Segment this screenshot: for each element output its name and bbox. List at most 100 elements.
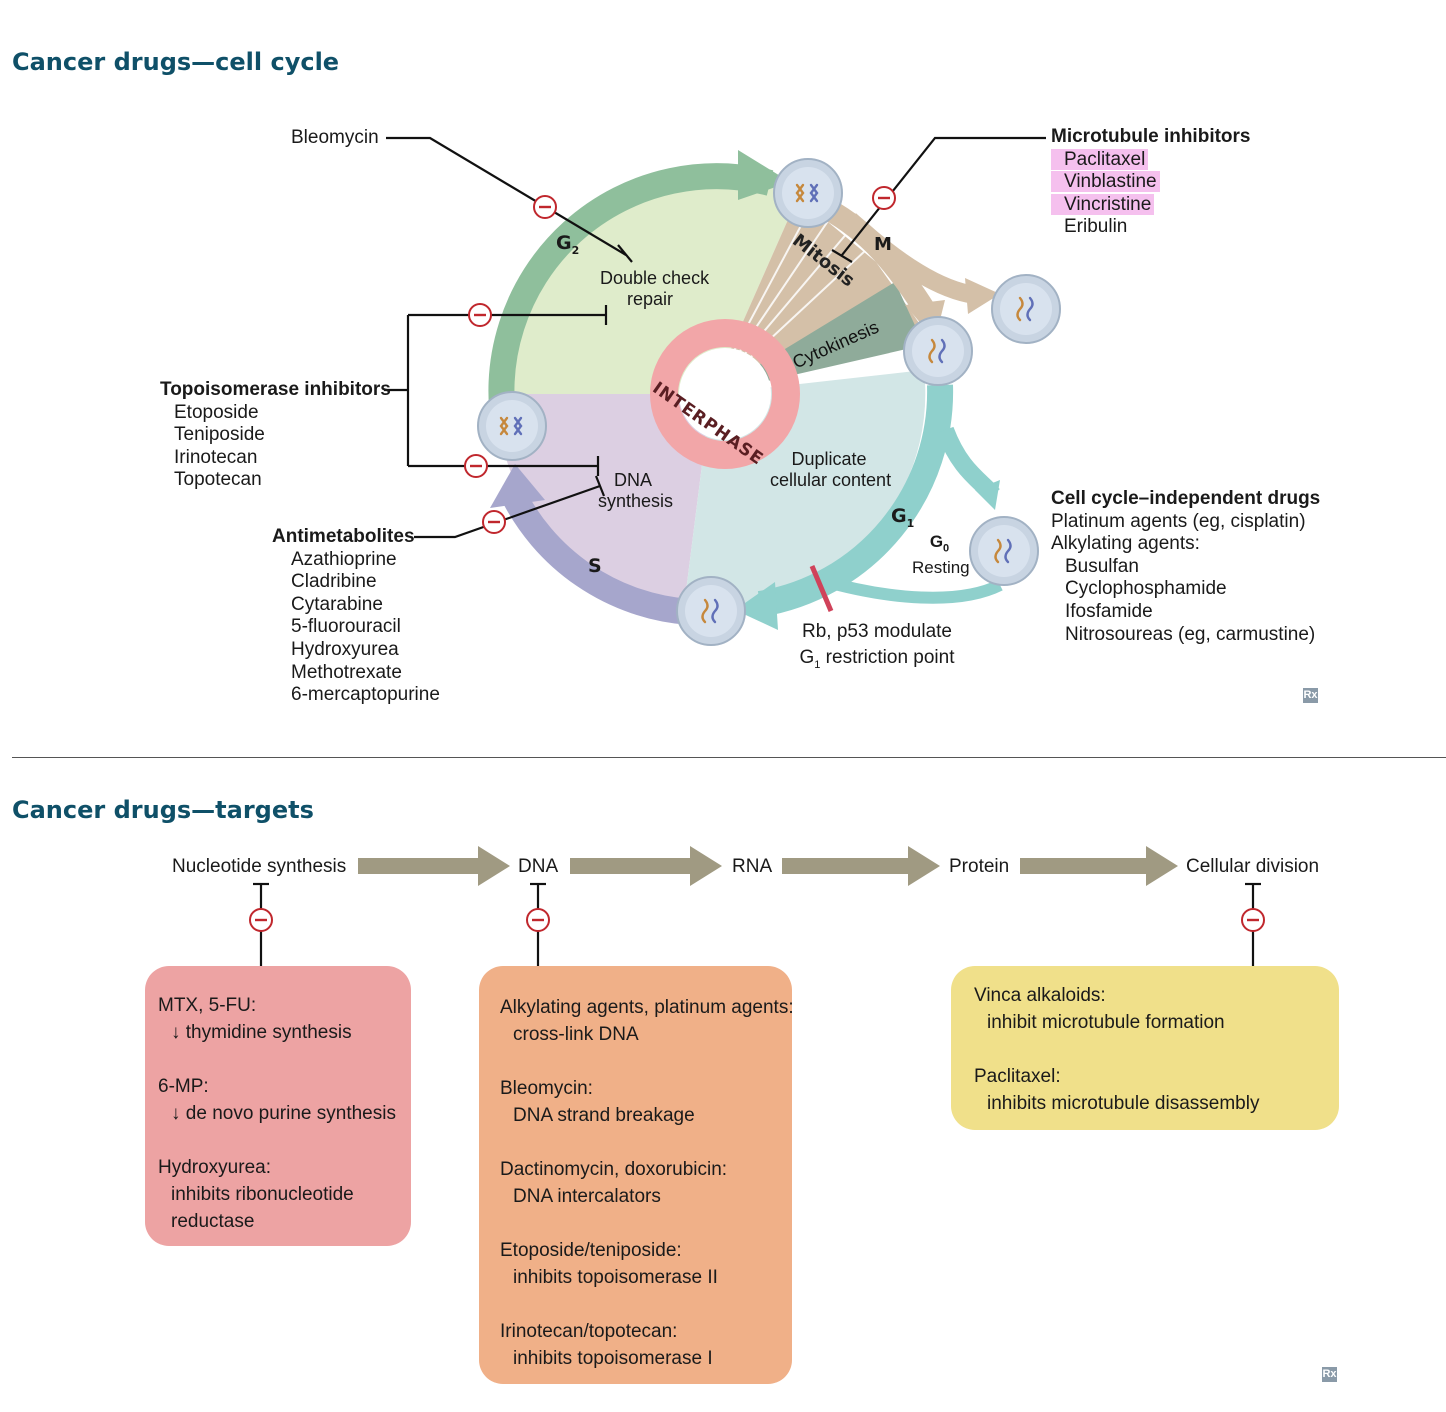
cell-cycle-title: Cancer drugs—cell cycle bbox=[12, 48, 340, 76]
g1-subscript: 1 bbox=[906, 516, 915, 530]
drug-teniposide: Teniposide bbox=[174, 424, 265, 446]
drug-eribulin: Eribulin bbox=[1064, 216, 1128, 238]
microtubule-heading: Microtubule inhibitors bbox=[1051, 126, 1251, 147]
flow-dna: DNA bbox=[518, 856, 559, 877]
topoisomerase-inhibitors-group: Topoisomerase inhibitors Etoposide Tenip… bbox=[160, 379, 391, 492]
drug-6-mercaptopurine: 6-mercaptopurine bbox=[291, 684, 440, 706]
flow-arrow-4 bbox=[1020, 846, 1178, 886]
entry-head: Etoposide/teniposide: bbox=[500, 1240, 682, 1261]
drug-nitrosoureas: Nitrosoureas (eg, carmustine) bbox=[1065, 623, 1316, 645]
entry-detail: cross-link DNA bbox=[513, 1024, 639, 1045]
entry-detail: DNA intercalators bbox=[513, 1186, 661, 1207]
antimetabolites-group: Antimetabolites Azathioprine Cladribine … bbox=[272, 526, 440, 707]
dna-synthesis-line-2: synthesis bbox=[598, 491, 674, 511]
microtubule-inhibitors-group: Microtubule inhibitors Paclitaxel Vinbla… bbox=[1051, 126, 1251, 239]
restriction-g: G bbox=[799, 647, 815, 668]
box-entry-bleomycin: Bleomycin: DNA strand breakage bbox=[500, 1075, 792, 1129]
entry-head: 6-MP: bbox=[158, 1076, 209, 1097]
flow-arrow-3 bbox=[782, 846, 940, 886]
g2-arrowhead bbox=[738, 150, 790, 200]
g1-arc bbox=[757, 384, 954, 617]
flow-nucleotide-synthesis: Nucleotide synthesis bbox=[172, 856, 347, 877]
drug-cytarabine: Cytarabine bbox=[291, 593, 383, 615]
dna-targets-box: Alkylating agents, platinum agents: cros… bbox=[479, 966, 794, 1384]
drug-busulfan: Busulfan bbox=[1065, 555, 1139, 577]
g1-arrowhead bbox=[735, 582, 778, 630]
drug-hydroxyurea: Hydroxyurea bbox=[291, 638, 399, 660]
entry-head: Irinotecan/topotecan: bbox=[500, 1321, 678, 1342]
box-entry-irinotecan: Irinotecan/topotecan: inhibits topoisome… bbox=[500, 1318, 792, 1372]
dna-synthesis-label: DNA synthesis bbox=[598, 470, 674, 512]
entry-head: MTX, 5-FU: bbox=[158, 995, 257, 1016]
rb-p53-line: Rb, p53 modulate bbox=[802, 621, 952, 642]
box-entry-vinca: Vinca alkaloids: inhibit microtubule for… bbox=[974, 982, 1339, 1036]
double-check-line-1: Double check bbox=[600, 268, 710, 288]
drug-5-fluorouracil: 5-fluorouracil bbox=[291, 616, 401, 638]
box-entry-mtx: MTX, 5-FU: ↓ thymidine synthesis bbox=[158, 992, 411, 1046]
cell-icons bbox=[477, 158, 1061, 646]
inhibit-symbols bbox=[464, 186, 896, 534]
entry-detail: DNA strand breakage bbox=[513, 1105, 695, 1126]
flow-arrow-1 bbox=[358, 846, 510, 886]
inhibitor-lines bbox=[384, 136, 1046, 539]
g2-phase-label: G2 bbox=[556, 232, 579, 262]
entry-head: Vinca alkaloids: bbox=[974, 985, 1106, 1006]
dna-synthesis-line-1: DNA bbox=[613, 470, 652, 490]
entry-detail: inhibits topoisomerase II bbox=[513, 1267, 718, 1288]
drug-topotecan: Topotecan bbox=[174, 469, 262, 491]
topoisomerase-heading: Topoisomerase inhibitors bbox=[160, 379, 391, 400]
box-entry-alkylating: Alkylating agents, platinum agents: cros… bbox=[500, 994, 794, 1048]
g1-letter: G bbox=[891, 505, 907, 527]
restriction-rest: restriction point bbox=[820, 647, 955, 668]
duplicate-line-2: cellular content bbox=[770, 470, 892, 490]
entry-detail: reductase bbox=[171, 1211, 255, 1232]
rx-logo-bottom: Rx bbox=[1322, 1367, 1337, 1382]
m-phase-label: M bbox=[874, 234, 892, 255]
double-check-line-2: repair bbox=[626, 289, 674, 309]
drug-etoposide: Etoposide bbox=[174, 401, 259, 423]
g0-branch bbox=[936, 426, 1000, 502]
drug-vinblastine: Vinblastine bbox=[1051, 171, 1160, 193]
entry-detail: inhibit microtubule formation bbox=[987, 1012, 1225, 1033]
drug-cladribine: Cladribine bbox=[291, 571, 377, 593]
flow-arrow-2 bbox=[570, 846, 722, 886]
microtubule-line bbox=[831, 136, 1046, 263]
drug-methotrexate: Methotrexate bbox=[291, 661, 402, 683]
restriction-point-label: Rb, p53 modulate G1 restriction point bbox=[798, 619, 956, 678]
s-arc bbox=[499, 484, 692, 625]
targets-title: Cancer drugs—targets bbox=[12, 796, 314, 824]
entry-detail: inhibits microtubule disassembly bbox=[987, 1093, 1260, 1114]
rx-logo-top: Rx bbox=[1303, 688, 1318, 703]
drug-azathioprine: Azathioprine bbox=[291, 548, 397, 570]
drug-ifosfamide: Ifosfamide bbox=[1065, 600, 1153, 622]
entry-detail: ↓ de novo purine synthesis bbox=[171, 1103, 396, 1124]
duplicate-line-1: Duplicate bbox=[791, 449, 867, 469]
entry-head: Alkylating agents, platinum agents: bbox=[500, 997, 794, 1018]
restriction-sub: 1 bbox=[814, 658, 821, 671]
alkylating-agents: Alkylating agents: bbox=[1051, 533, 1200, 555]
platinum-agents: Platinum agents (eg, cisplatin) bbox=[1051, 510, 1306, 532]
interphase-ring bbox=[650, 319, 800, 469]
g2-subscript: 2 bbox=[571, 243, 580, 257]
g0-subscript: 0 bbox=[943, 542, 950, 555]
bleomycin-line bbox=[386, 136, 633, 263]
box-entry-etoposide: Etoposide/teniposide: inhibits topoisome… bbox=[500, 1237, 792, 1291]
entry-head: Paclitaxel: bbox=[974, 1066, 1061, 1087]
antimetabolite-line bbox=[414, 475, 606, 539]
g0-letter: G bbox=[929, 532, 944, 551]
entry-head: Hydroxyurea: bbox=[158, 1157, 271, 1178]
cell-cycle-independent-group: Cell cycle–independent drugs Platinum ag… bbox=[1051, 488, 1320, 646]
topo-bracket bbox=[384, 305, 608, 476]
flow-protein: Protein bbox=[949, 856, 1010, 877]
restriction-line: G1 restriction point bbox=[798, 645, 956, 678]
m-arrow-2 bbox=[843, 213, 977, 304]
target-connectors bbox=[253, 882, 1261, 966]
duplicate-content-label: Duplicate cellular content bbox=[770, 449, 892, 491]
resting-line: Resting bbox=[912, 558, 970, 578]
g0-line: G0 bbox=[912, 532, 967, 558]
bleomycin-label: Bleomycin bbox=[291, 127, 379, 148]
g0-branch-head bbox=[975, 480, 1000, 510]
box-entry-dactinomycin: Dactinomycin, doxorubicin: DNA intercala… bbox=[500, 1156, 792, 1210]
drug-paclitaxel: Paclitaxel bbox=[1051, 148, 1149, 170]
